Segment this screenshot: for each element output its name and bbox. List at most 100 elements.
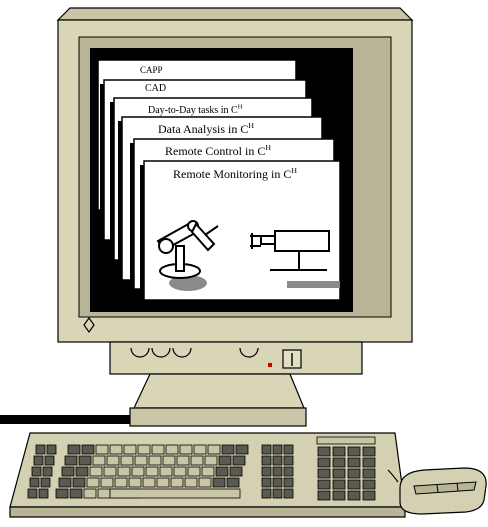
keyboard-key[interactable] (96, 445, 108, 454)
keyboard-key[interactable] (174, 467, 186, 476)
keyboard-key[interactable] (34, 456, 43, 465)
keyboard-key[interactable] (262, 456, 271, 465)
keyboard-key[interactable] (129, 478, 141, 487)
keyboard-key[interactable] (230, 467, 242, 476)
keyboard-key[interactable] (333, 447, 345, 456)
power-button-icon[interactable] (283, 350, 301, 368)
keyboard-key[interactable] (194, 445, 206, 454)
keyboard-key[interactable] (118, 467, 130, 476)
keyboard-key[interactable] (284, 467, 293, 476)
keyboard-key[interactable] (262, 445, 271, 454)
keyboard-key[interactable] (284, 478, 293, 487)
keyboard-key[interactable] (333, 469, 345, 478)
keyboard-key[interactable] (333, 491, 345, 500)
keyboard-key[interactable] (213, 478, 225, 487)
keyboard-key[interactable] (363, 480, 375, 489)
keyboard-key[interactable] (124, 445, 136, 454)
keyboard-key[interactable] (152, 445, 164, 454)
keyboard-key[interactable] (36, 445, 45, 454)
keyboard-key[interactable] (202, 467, 214, 476)
keyboard-key[interactable] (166, 445, 178, 454)
keyboard-key[interactable] (163, 456, 175, 465)
keyboard-key[interactable] (262, 478, 271, 487)
keyboard-key[interactable] (180, 445, 192, 454)
keyboard-key[interactable] (284, 456, 293, 465)
keyboard-key[interactable] (149, 456, 161, 465)
keyboard-key[interactable] (138, 445, 150, 454)
keyboard-key[interactable] (208, 445, 220, 454)
keyboard-key[interactable] (284, 489, 293, 498)
keyboard-key[interactable] (363, 447, 375, 456)
keyboard-key[interactable] (135, 456, 147, 465)
keyboard-key[interactable] (143, 478, 155, 487)
keyboard-key[interactable] (87, 478, 99, 487)
keyboard-key[interactable] (348, 458, 360, 467)
keyboard-key[interactable] (185, 478, 197, 487)
keyboard-key[interactable] (363, 458, 375, 467)
keyboard-key[interactable] (216, 467, 228, 476)
keyboard-key[interactable] (110, 489, 240, 498)
mouse-icon[interactable] (388, 468, 486, 514)
keyboard-key[interactable] (205, 456, 217, 465)
keyboard-key[interactable] (41, 478, 50, 487)
keyboard-key[interactable] (101, 478, 113, 487)
keyboard-key[interactable] (227, 478, 239, 487)
keyboard-key[interactable] (157, 478, 169, 487)
keyboard-key[interactable] (47, 445, 56, 454)
keyboard-key[interactable] (79, 456, 91, 465)
keyboard-key[interactable] (262, 489, 271, 498)
keyboard-key[interactable] (273, 445, 282, 454)
keyboard-key[interactable] (121, 456, 133, 465)
keyboard-key[interactable] (132, 467, 144, 476)
keyboard-key[interactable] (160, 467, 172, 476)
keyboard-key[interactable] (363, 491, 375, 500)
keyboard-key[interactable] (104, 467, 116, 476)
keyboard-key[interactable] (222, 445, 234, 454)
keyboard-icon[interactable] (10, 433, 405, 517)
keyboard-key[interactable] (90, 467, 102, 476)
keyboard-key[interactable] (318, 480, 330, 489)
keyboard-key[interactable] (45, 456, 54, 465)
keyboard-key[interactable] (284, 445, 293, 454)
keyboard-key[interactable] (62, 467, 74, 476)
keyboard-key[interactable] (43, 467, 52, 476)
keyboard-key[interactable] (39, 489, 48, 498)
keyboard-key[interactable] (333, 458, 345, 467)
keyboard-key[interactable] (188, 467, 200, 476)
keyboard-key[interactable] (317, 437, 375, 444)
keyboard-key[interactable] (191, 456, 203, 465)
keyboard-key[interactable] (82, 445, 94, 454)
keyboard-key[interactable] (68, 445, 80, 454)
keyboard-key[interactable] (273, 489, 282, 498)
keyboard-key[interactable] (348, 491, 360, 500)
keyboard-key[interactable] (363, 469, 375, 478)
keyboard-key[interactable] (273, 467, 282, 476)
keyboard-key[interactable] (318, 491, 330, 500)
keyboard-key[interactable] (348, 447, 360, 456)
keyboard-key[interactable] (177, 456, 189, 465)
keyboard-key[interactable] (110, 445, 122, 454)
keyboard-key[interactable] (146, 467, 158, 476)
keyboard-key[interactable] (107, 456, 119, 465)
keyboard-key[interactable] (171, 478, 183, 487)
keyboard-key[interactable] (56, 489, 68, 498)
keyboard-key[interactable] (115, 478, 127, 487)
keyboard-key[interactable] (76, 467, 88, 476)
keyboard-key[interactable] (318, 469, 330, 478)
keyboard-key[interactable] (93, 456, 105, 465)
keyboard-key[interactable] (262, 467, 271, 476)
keyboard-key[interactable] (273, 456, 282, 465)
keyboard-key[interactable] (318, 447, 330, 456)
keyboard-key[interactable] (333, 480, 345, 489)
keyboard-key[interactable] (65, 456, 77, 465)
keyboard-key[interactable] (73, 478, 85, 487)
keyboard-key[interactable] (28, 489, 37, 498)
keyboard-key[interactable] (236, 445, 248, 454)
keyboard-key[interactable] (59, 478, 71, 487)
keyboard-key[interactable] (273, 478, 282, 487)
keyboard-key[interactable] (348, 480, 360, 489)
keyboard-key[interactable] (199, 478, 211, 487)
keyboard-key[interactable] (233, 456, 245, 465)
keyboard-key[interactable] (98, 489, 110, 498)
keyboard-key[interactable] (84, 489, 96, 498)
